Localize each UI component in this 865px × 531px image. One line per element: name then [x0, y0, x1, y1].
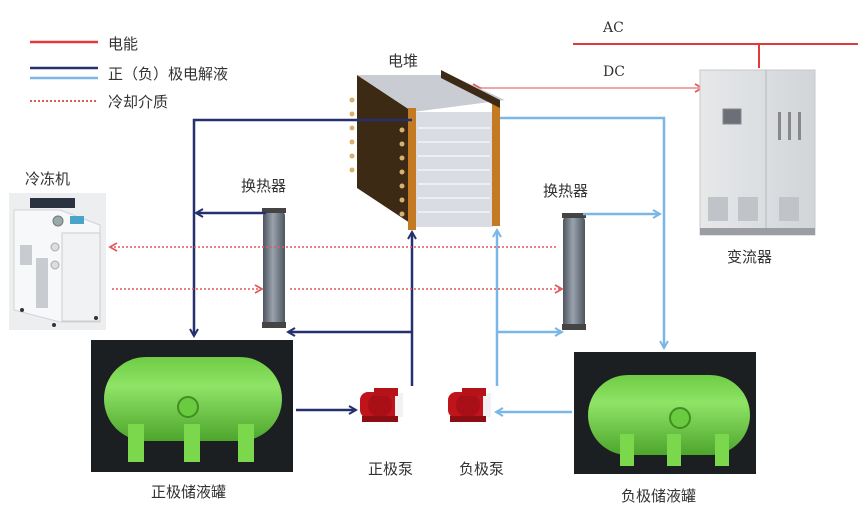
chiller-label: 冷冻机 [25, 170, 71, 188]
legend-electric-label: 电能 [108, 35, 139, 53]
converter-image [699, 69, 816, 236]
positive-electrolyte-lines [194, 118, 412, 410]
chiller-image [9, 193, 106, 330]
positive-pump-image [360, 388, 403, 422]
stack-label: 电堆 [388, 52, 419, 70]
legend-coolant-label: 冷却介质 [108, 93, 169, 111]
negative-tank-label: 负极储液罐 [621, 487, 697, 505]
positive-tank-image [91, 340, 293, 472]
left-heat-exchanger-image [262, 208, 286, 328]
legend [30, 40, 98, 102]
dc-label: DC [603, 64, 625, 80]
stack-image [349, 70, 505, 230]
left-heat-exchanger-label: 换热器 [241, 177, 287, 195]
power-lines [472, 43, 858, 93]
negative-pump-label: 负极泵 [459, 460, 505, 478]
stack-to-positive-tank-line [194, 118, 412, 336]
ac-label: AC [603, 20, 624, 36]
legend-electrolyte-label: 正（负）极电解液 [108, 65, 229, 83]
right-heat-exchanger-image [562, 213, 586, 330]
positive-pump-label: 正极泵 [368, 460, 414, 478]
negative-electrolyte-lines [496, 116, 664, 412]
right-heat-exchanger-label: 换热器 [543, 182, 589, 200]
coolant-lines [108, 242, 564, 294]
negative-pump-image [448, 388, 491, 422]
converter-label: 变流器 [727, 248, 773, 266]
stack-to-negative-tank-line [500, 116, 664, 348]
negative-tank-image [574, 352, 756, 474]
positive-tank-label: 正极储液罐 [151, 483, 227, 501]
